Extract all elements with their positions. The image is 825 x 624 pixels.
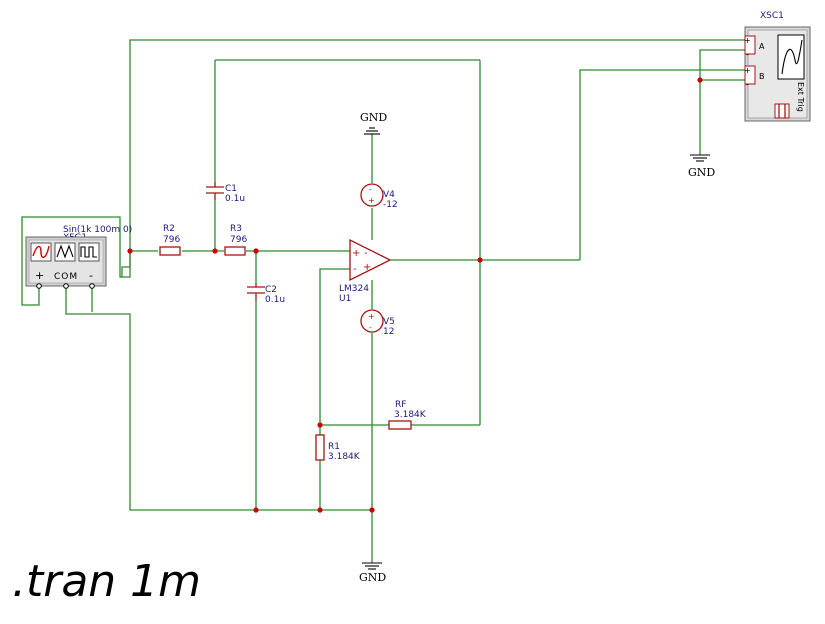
resistor-body [224, 246, 246, 256]
wire-inverting [319, 268, 350, 425]
v4-plus-sign: + [368, 196, 375, 205]
junction-dot [212, 248, 218, 254]
resistor-body [388, 420, 412, 430]
v5-minus-sign: - [369, 323, 372, 332]
v5-value: 12 [383, 327, 394, 337]
wire-ground-bus [65, 286, 372, 511]
wire-scope-a-gnd [699, 49, 748, 155]
voltage-source-v5[interactable]: + - V5 12 [360, 309, 395, 337]
gnd-scope-label: GND [688, 166, 715, 179]
scope-trigger-terminal[interactable] [774, 103, 790, 119]
fg-plus-label: + [35, 269, 44, 282]
opamp-top-supply-label: - [364, 248, 368, 259]
voltage-source-circle [360, 309, 384, 333]
junction-dot [317, 422, 323, 428]
scope-a-plus-label: + [744, 36, 751, 45]
fg-minus-label: - [89, 269, 93, 282]
rf-value: 3.184K [394, 410, 427, 420]
r1-name: R1 [328, 442, 340, 452]
gnd-bottom-label: GND [359, 571, 386, 584]
fg-com-terminal[interactable] [63, 283, 69, 289]
v4-name: V4 [383, 190, 395, 200]
c2-name: C2 [265, 285, 277, 295]
junction-dot [127, 248, 133, 254]
scope-channel-b-terminal[interactable] [744, 65, 756, 85]
xsc1-label: XSC1 [760, 11, 784, 21]
oscilloscope-xsc1[interactable]: XSC1 + - A + - B Ext Trig [744, 11, 811, 122]
function-generator-xfg1[interactable]: Sin(1k 100m 0) XFG1 + COM - [25, 225, 132, 289]
scope-wave-icon [781, 39, 803, 75]
junction-dot [253, 507, 259, 513]
scope-b-label: B [759, 72, 765, 81]
r3-value: 796 [230, 235, 247, 245]
v4-value: -12 [383, 200, 398, 210]
capacitor-c2[interactable]: C2 0.1u [247, 283, 285, 305]
scope-a-label: A [759, 42, 765, 51]
r3-name: R3 [230, 224, 242, 234]
opamp-minus-label: - [353, 264, 357, 275]
junction-dot [369, 507, 375, 513]
simulation-directive[interactable]: .tran 1m [12, 556, 202, 607]
junction-dot [317, 507, 323, 513]
voltage-source-circle [360, 183, 384, 207]
rf-name: RF [395, 400, 406, 410]
fg-minus-terminal[interactable] [89, 283, 95, 289]
junctions [127, 77, 703, 513]
junction-dot [697, 77, 703, 83]
resistor-r2[interactable]: R2 796 [159, 224, 181, 256]
gnd-scope-symbol: GND [688, 154, 715, 179]
triangle-wave-icon [56, 244, 74, 259]
scope-b-minus-label: - [746, 80, 749, 89]
resistor-rf[interactable]: RF 3.184K [388, 400, 427, 430]
opamp-bottom-supply-label: + [363, 262, 371, 273]
v4-minus-sign: - [369, 185, 372, 194]
opamp-model: LM324 [339, 284, 369, 294]
gnd-top-label: GND [360, 111, 387, 124]
wire-fg-to-scope-a [121, 39, 748, 277]
wires [21, 39, 748, 563]
scope-b-plus-label: + [744, 66, 751, 75]
resistor-body [159, 246, 181, 256]
scope-trigger-pins [778, 104, 786, 118]
resistor-body [315, 434, 325, 461]
gnd-bottom-symbol: GND [359, 562, 386, 584]
square-wave-icon [80, 246, 97, 258]
fg-plus-terminal[interactable] [36, 283, 42, 289]
opamp-ref: U1 [339, 294, 351, 304]
opamp-u1[interactable]: + - - + LM324 U1 [339, 238, 392, 304]
v5-name: V5 [383, 317, 395, 327]
opamp-plus-label: + [352, 248, 360, 259]
junction-dot [253, 248, 259, 254]
voltage-source-v4[interactable]: - + V4 -12 [360, 183, 398, 210]
capacitor-c1[interactable]: C1 0.1u [206, 182, 245, 204]
opamp-triangle [349, 238, 392, 282]
fg-com-label: COM [54, 272, 78, 282]
junction-dot [477, 257, 483, 263]
gnd-top-symbol: GND [360, 111, 387, 135]
v5-plus-sign: + [368, 312, 375, 321]
r2-value: 796 [163, 235, 180, 245]
c1-name: C1 [225, 184, 237, 194]
wire-output-scope-b [579, 69, 748, 260]
resistor-r1[interactable]: R1 3.184K [315, 434, 361, 462]
r1-value: 3.184K [328, 452, 361, 462]
scope-a-minus-label: - [746, 50, 749, 59]
sine-wave-icon [32, 245, 50, 259]
c1-value: 0.1u [225, 194, 245, 204]
scope-channel-a-terminal[interactable] [744, 35, 756, 55]
fg-source-spec: Sin(1k 100m 0) [63, 225, 132, 235]
scope-ext-trig-label: Ext Trig [796, 82, 805, 112]
r2-name: R2 [163, 224, 175, 234]
c2-value: 0.1u [265, 295, 285, 305]
resistor-r3[interactable]: R3 796 [224, 224, 247, 256]
wire-fg-plus [21, 216, 131, 306]
